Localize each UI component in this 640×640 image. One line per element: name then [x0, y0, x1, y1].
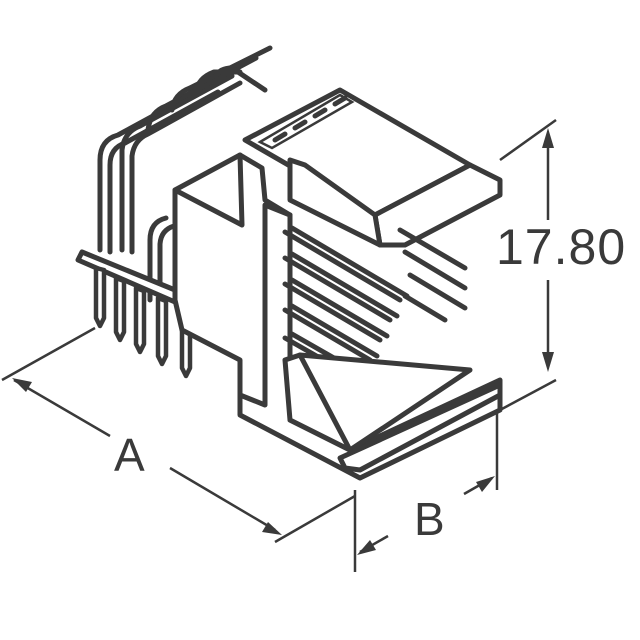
dimension-a-label: A [114, 429, 145, 481]
dimension-b-label: B [414, 493, 445, 545]
front-pin-rows [282, 225, 468, 381]
housing-base-ramp [282, 352, 473, 453]
dimension-height-label: 17.80 [496, 219, 627, 275]
dimension-height [499, 118, 557, 412]
base-flange [337, 382, 503, 473]
dimension-a [1, 326, 356, 544]
rear-bent-pins [97, 45, 273, 303]
top-slots [257, 93, 355, 150]
dimension-b [353, 410, 499, 572]
